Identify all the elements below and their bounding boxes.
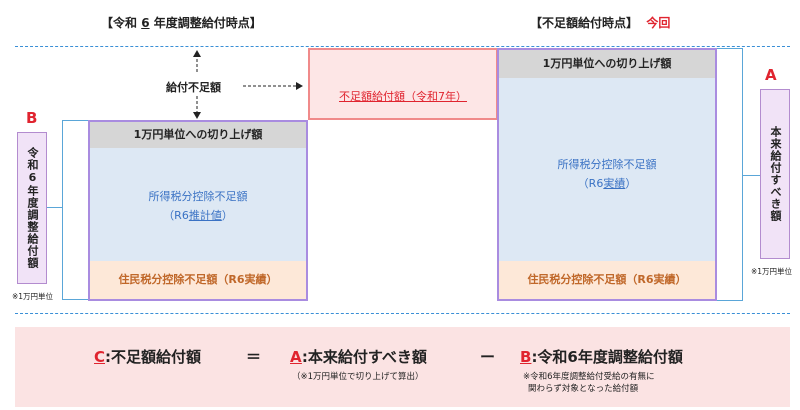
label-b-letter: B bbox=[26, 109, 38, 127]
left-income-tax-line2: （R6推計値） bbox=[163, 209, 233, 222]
right-roundup-band: 1万円単位への切り上げ額 bbox=[499, 50, 715, 78]
right-resident-tax-band: 住民税分控除不足額（R6実績） bbox=[499, 261, 715, 299]
right-income-tax-line2: （R6実績） bbox=[577, 177, 637, 190]
header-right-label: 【不足額給付時点】 bbox=[530, 16, 639, 30]
bracket-a bbox=[717, 48, 743, 301]
shortfall-arrow-up-head bbox=[193, 50, 201, 57]
left-column-box: 1万円単位への切り上げ額 所得税分控除不足額 （R6推計値） 住民税分控除不足額… bbox=[88, 120, 308, 301]
left-income-tax-band: 所得税分控除不足額 （R6推計値） bbox=[90, 148, 306, 261]
dashed-line-top bbox=[15, 46, 790, 47]
header-left-post: 年度調整給付時点】 bbox=[149, 16, 262, 30]
right-income-tax-band: 所得税分控除不足額 （R6実績） bbox=[499, 78, 715, 261]
label-a-box: 本来給付すべき額 bbox=[760, 89, 790, 259]
label-a-text: 本来給付すべき額 bbox=[769, 126, 782, 222]
bracket-b-connector bbox=[47, 207, 62, 208]
formula-b-note1: ※令和6年度調整給付受給の有無に bbox=[523, 372, 655, 382]
label-b-box: 令和6年度調整給付額 bbox=[17, 132, 47, 284]
header-left-num: 6 bbox=[141, 16, 150, 30]
shortfall-arrow-down-head bbox=[193, 112, 201, 119]
c-box-label: 不足額給付額（令和7年） bbox=[339, 90, 467, 103]
label-b-text: 令和6年度調整給付額 bbox=[26, 147, 39, 269]
formula-a-note: （※1万円単位で切り上げて算出） bbox=[292, 372, 424, 382]
formula-b-note2: 関わらず対象となった給付額 bbox=[528, 384, 639, 394]
header-right: 【不足額給付時点】 今回 bbox=[530, 14, 670, 31]
bracket-b bbox=[62, 120, 88, 300]
formula-equals: ＝ bbox=[246, 348, 262, 366]
label-a-note: ※1万円単位 bbox=[751, 267, 793, 276]
left-resident-tax-band: 住民税分控除不足額（R6実績） bbox=[90, 261, 306, 299]
shortfall-label: 給付不足額 bbox=[166, 81, 221, 94]
label-b-note: ※1万円単位 bbox=[12, 292, 54, 301]
formula-a: A:本来給付すべき額 bbox=[290, 348, 427, 366]
left-income-tax-line1: 所得税分控除不足額 bbox=[148, 190, 248, 203]
header-left: 【令和 6 年度調整給付時点】 bbox=[101, 14, 262, 31]
bracket-a-connector bbox=[743, 175, 760, 176]
dashed-line-bottom bbox=[15, 313, 790, 314]
formula-minus: ー bbox=[480, 348, 496, 366]
formula-b: B:令和6年度調整給付額 bbox=[520, 348, 683, 366]
right-income-tax-line1: 所得税分控除不足額 bbox=[557, 158, 657, 171]
pointer-arrow-head bbox=[296, 82, 303, 90]
c-shortfall-box: 不足額給付額（令和7年） bbox=[308, 48, 498, 120]
label-a-letter: A bbox=[765, 66, 777, 84]
header-right-current: 今回 bbox=[646, 16, 671, 30]
right-column-box: 1万円単位への切り上げ額 所得税分控除不足額 （R6実績） 住民税分控除不足額（… bbox=[497, 48, 717, 301]
left-roundup-band: 1万円単位への切り上げ額 bbox=[90, 122, 306, 148]
formula-panel: C:不足額給付額 ＝ A:本来給付すべき額 ー B:令和6年度調整給付額 （※1… bbox=[15, 327, 790, 407]
header-left-pre: 【令和 bbox=[101, 16, 142, 30]
formula-c: C:不足額給付額 bbox=[94, 348, 202, 366]
